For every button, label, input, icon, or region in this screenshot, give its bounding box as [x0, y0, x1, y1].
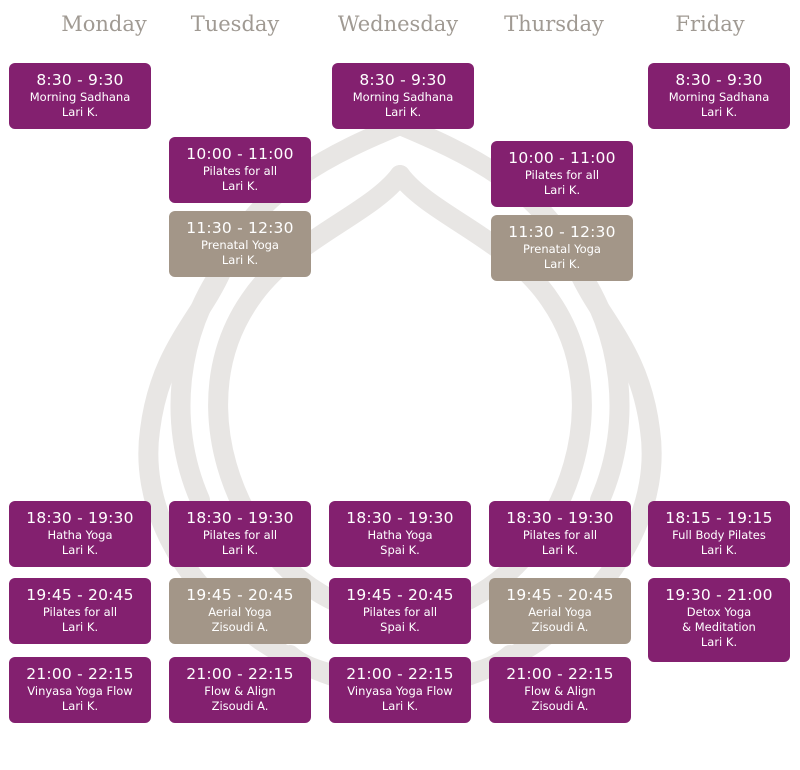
class-title: Morning Sadhana [668, 90, 770, 104]
class-slot-friday-detox-yoga[interactable]: 19:30 - 21:00 Detox Yoga & Meditation La… [648, 578, 790, 662]
class-title: Hatha Yoga [367, 528, 433, 542]
class-time: 18:30 - 19:30 [26, 509, 134, 527]
class-slot-thursday-pilates[interactable]: 10:00 - 11:00 Pilates for all Lari K. [491, 141, 633, 207]
class-instructor: Lari K. [61, 699, 99, 713]
class-instructor: Lari K. [61, 543, 99, 557]
day-header-wednesday: Wednesday [337, 12, 459, 36]
class-title: Full Body Pilates [672, 528, 766, 542]
day-header-monday: Monday [61, 12, 147, 36]
class-time: 21:00 - 22:15 [186, 665, 294, 683]
class-instructor: Lari K. [543, 183, 581, 197]
class-title: Aerial Yoga [208, 605, 272, 619]
class-title: Detox Yoga [686, 605, 752, 619]
class-title: Flow & Align [204, 684, 276, 698]
class-slot-thursday-flow-align[interactable]: 21:00 - 22:15 Flow & Align Zisoudi A. [489, 657, 631, 723]
class-time: 19:45 - 20:45 [346, 586, 454, 604]
class-instructor: Zisoudi A. [531, 699, 589, 713]
class-slot-friday-full-body-pilates[interactable]: 18:15 - 19:15 Full Body Pilates Lari K. [648, 501, 790, 567]
class-time: 19:45 - 20:45 [186, 586, 294, 604]
class-time: 21:00 - 22:15 [506, 665, 614, 683]
class-title: Pilates for all [202, 164, 278, 178]
class-slot-wednesday-vinyasa-flow[interactable]: 21:00 - 22:15 Vinyasa Yoga Flow Lari K. [329, 657, 471, 723]
class-slot-monday-pilates-late[interactable]: 19:45 - 20:45 Pilates for all Lari K. [9, 578, 151, 644]
class-slot-tuesday-prenatal-yoga[interactable]: 11:30 - 12:30 Prenatal Yoga Lari K. [169, 211, 311, 277]
class-time: 19:45 - 20:45 [506, 586, 614, 604]
class-time: 8:30 - 9:30 [359, 71, 447, 89]
class-time: 8:30 - 9:30 [36, 71, 124, 89]
class-instructor: Spai K. [380, 543, 420, 557]
class-time: 18:30 - 19:30 [346, 509, 454, 527]
class-instructor: Lari K. [700, 105, 738, 119]
class-title: Pilates for all [202, 528, 278, 542]
class-time: 18:30 - 19:30 [506, 509, 614, 527]
class-title: Prenatal Yoga [523, 242, 601, 256]
class-instructor: Lari K. [221, 179, 259, 193]
class-slot-wednesday-morning-sadhana[interactable]: 8:30 - 9:30 Morning Sadhana Lari K. [332, 63, 474, 129]
class-slot-monday-vinyasa-flow[interactable]: 21:00 - 22:15 Vinyasa Yoga Flow Lari K. [9, 657, 151, 723]
class-slot-tuesday-pilates-evening[interactable]: 18:30 - 19:30 Pilates for all Lari K. [169, 501, 311, 567]
class-time: 10:00 - 11:00 [186, 145, 294, 163]
class-slot-thursday-prenatal-yoga[interactable]: 11:30 - 12:30 Prenatal Yoga Lari K. [491, 215, 633, 281]
class-slot-thursday-pilates-evening[interactable]: 18:30 - 19:30 Pilates for all Lari K. [489, 501, 631, 567]
class-instructor: Lari K. [700, 635, 738, 649]
class-title: Morning Sadhana [29, 90, 131, 104]
class-title: Aerial Yoga [528, 605, 592, 619]
class-slot-tuesday-aerial-yoga[interactable]: 19:45 - 20:45 Aerial Yoga Zisoudi A. [169, 578, 311, 644]
class-slot-monday-hatha-yoga[interactable]: 18:30 - 19:30 Hatha Yoga Lari K. [9, 501, 151, 567]
class-title: Vinyasa Yoga Flow [27, 684, 133, 698]
class-time: 19:45 - 20:45 [26, 586, 134, 604]
class-title-line2: & Meditation [682, 620, 756, 634]
class-instructor: Zisoudi A. [211, 699, 269, 713]
class-slot-wednesday-pilates-late[interactable]: 19:45 - 20:45 Pilates for all Spai K. [329, 578, 471, 644]
class-instructor: Lari K. [700, 543, 738, 557]
class-slot-wednesday-hatha-yoga[interactable]: 18:30 - 19:30 Hatha Yoga Spai K. [329, 501, 471, 567]
class-title: Pilates for all [522, 528, 598, 542]
class-time: 18:15 - 19:15 [665, 509, 773, 527]
class-instructor: Lari K. [221, 253, 259, 267]
class-title: Vinyasa Yoga Flow [347, 684, 453, 698]
class-instructor: Zisoudi A. [211, 620, 269, 634]
class-time: 18:30 - 19:30 [186, 509, 294, 527]
class-instructor: Lari K. [381, 699, 419, 713]
class-slot-friday-morning-sadhana[interactable]: 8:30 - 9:30 Morning Sadhana Lari K. [648, 63, 790, 129]
class-instructor: Lari K. [221, 543, 259, 557]
class-slot-monday-morning-sadhana[interactable]: 8:30 - 9:30 Morning Sadhana Lari K. [9, 63, 151, 129]
class-slot-thursday-aerial-yoga[interactable]: 19:45 - 20:45 Aerial Yoga Zisoudi A. [489, 578, 631, 644]
class-slot-tuesday-pilates[interactable]: 10:00 - 11:00 Pilates for all Lari K. [169, 137, 311, 203]
day-header-friday: Friday [675, 12, 745, 36]
class-time: 10:00 - 11:00 [508, 149, 616, 167]
class-instructor: Lari K. [541, 543, 579, 557]
class-time: 19:30 - 21:00 [665, 586, 773, 604]
class-title: Pilates for all [42, 605, 118, 619]
class-instructor: Zisoudi A. [531, 620, 589, 634]
class-time: 8:30 - 9:30 [675, 71, 763, 89]
day-header-tuesday: Tuesday [190, 12, 280, 36]
class-instructor: Lari K. [61, 620, 99, 634]
class-instructor: Lari K. [384, 105, 422, 119]
class-title: Prenatal Yoga [201, 238, 279, 252]
class-instructor: Spai K. [380, 620, 420, 634]
day-header-thursday: Thursday [504, 12, 604, 36]
class-time: 11:30 - 12:30 [508, 223, 616, 241]
class-slot-tuesday-flow-align[interactable]: 21:00 - 22:15 Flow & Align Zisoudi A. [169, 657, 311, 723]
class-title: Flow & Align [524, 684, 596, 698]
class-title: Pilates for all [362, 605, 438, 619]
class-time: 21:00 - 22:15 [26, 665, 134, 683]
class-title: Hatha Yoga [47, 528, 113, 542]
class-title: Pilates for all [524, 168, 600, 182]
class-instructor: Lari K. [61, 105, 99, 119]
class-title: Morning Sadhana [352, 90, 454, 104]
class-instructor: Lari K. [543, 257, 581, 271]
class-time: 21:00 - 22:15 [346, 665, 454, 683]
class-time: 11:30 - 12:30 [186, 219, 294, 237]
